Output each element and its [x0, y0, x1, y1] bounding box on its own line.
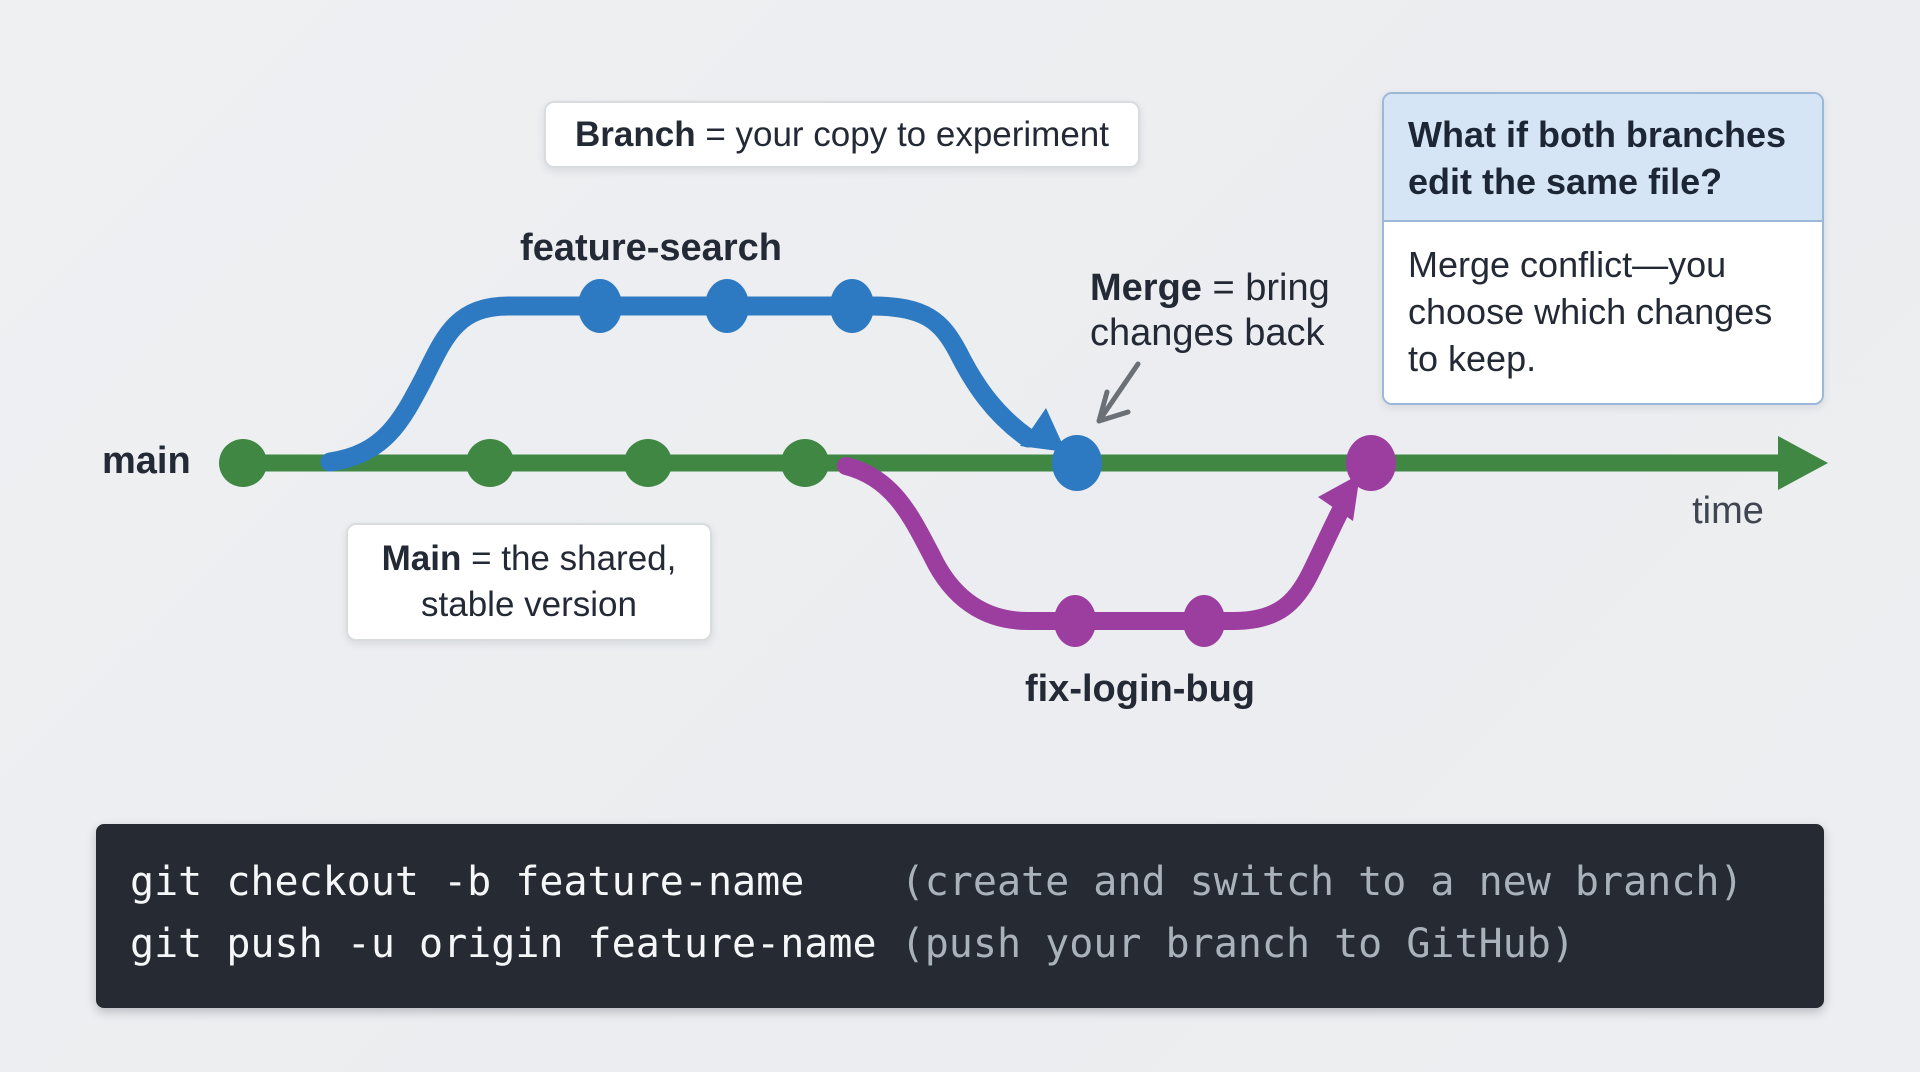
feature-commit-dot-1: [578, 279, 622, 333]
code-line-1: git checkout -b feature-name (create and…: [130, 851, 1824, 913]
branch-definition-rest: = your copy to experiment: [695, 114, 1109, 154]
merge-definition-line1: Merge = bring: [1090, 266, 1330, 311]
main-commit-dot-1: [219, 439, 267, 487]
main-definition-rest: = the shared,: [461, 539, 677, 578]
time-axis-label: time: [1692, 490, 1764, 532]
code-line-2: git push -u origin feature-name (push yo…: [130, 913, 1824, 975]
main-definition-term: Main: [381, 539, 462, 578]
conflict-card-question: What if both branches edit the same file…: [1384, 94, 1822, 222]
feature-branch-line: [320, 296, 1038, 472]
branch-definition-text: Branch = your copy to experiment: [575, 112, 1109, 158]
branch-definition-term: Branch: [575, 114, 696, 154]
main-definition-line1: Main = the shared,: [382, 536, 677, 582]
main-definition-card: Main = the shared, stable version: [346, 523, 712, 641]
bugfix-commit-dot-2: [1183, 595, 1225, 647]
bugfix-branch-line: [837, 457, 1355, 630]
merge-definition-line2: changes back: [1090, 312, 1325, 354]
code-comment-2: (push your branch to GitHub): [900, 921, 1575, 967]
feature-branch-label: feature-search: [520, 227, 782, 269]
conflict-card-answer: Merge conflict—you choose which changes …: [1384, 222, 1822, 403]
merge-definition-rest: = bring: [1201, 267, 1330, 309]
feature-merge-arrowhead-icon: [1020, 408, 1066, 452]
code-panel: git checkout -b feature-name (create and…: [96, 824, 1824, 1008]
feature-commit-dot-2: [705, 279, 749, 333]
branch-definition-card: Branch = your copy to experiment: [544, 101, 1140, 168]
code-comment-1: (create and switch to a new branch): [900, 859, 1744, 905]
main-branch-arrowhead-icon: [1778, 436, 1828, 490]
feature-merge-commit-dot: [1052, 435, 1102, 491]
main-definition-line2: stable version: [421, 585, 637, 624]
bugfix-commit-dot-1: [1054, 595, 1096, 647]
code-command-1: git checkout -b feature-name: [130, 859, 901, 905]
bugfix-merge-commit-dot: [1346, 435, 1396, 491]
bugfix-branch-label: fix-login-bug: [1024, 668, 1256, 710]
main-branch-label: main: [102, 440, 191, 482]
main-commit-dot-4: [781, 439, 829, 487]
merge-definition-note: Merge = bring changes back: [1090, 266, 1330, 356]
conflict-info-card: What if both branches edit the same file…: [1382, 92, 1824, 405]
main-commit-dot-2: [466, 439, 514, 487]
main-commit-dot-3: [624, 439, 672, 487]
merge-annotation-arrow-icon: [1096, 361, 1141, 424]
feature-commit-dot-3: [830, 279, 874, 333]
bugfix-merge-arrowhead-icon: [1318, 474, 1360, 521]
code-command-2: git push -u origin feature-name: [130, 921, 901, 967]
merge-definition-term: Merge: [1090, 267, 1202, 309]
